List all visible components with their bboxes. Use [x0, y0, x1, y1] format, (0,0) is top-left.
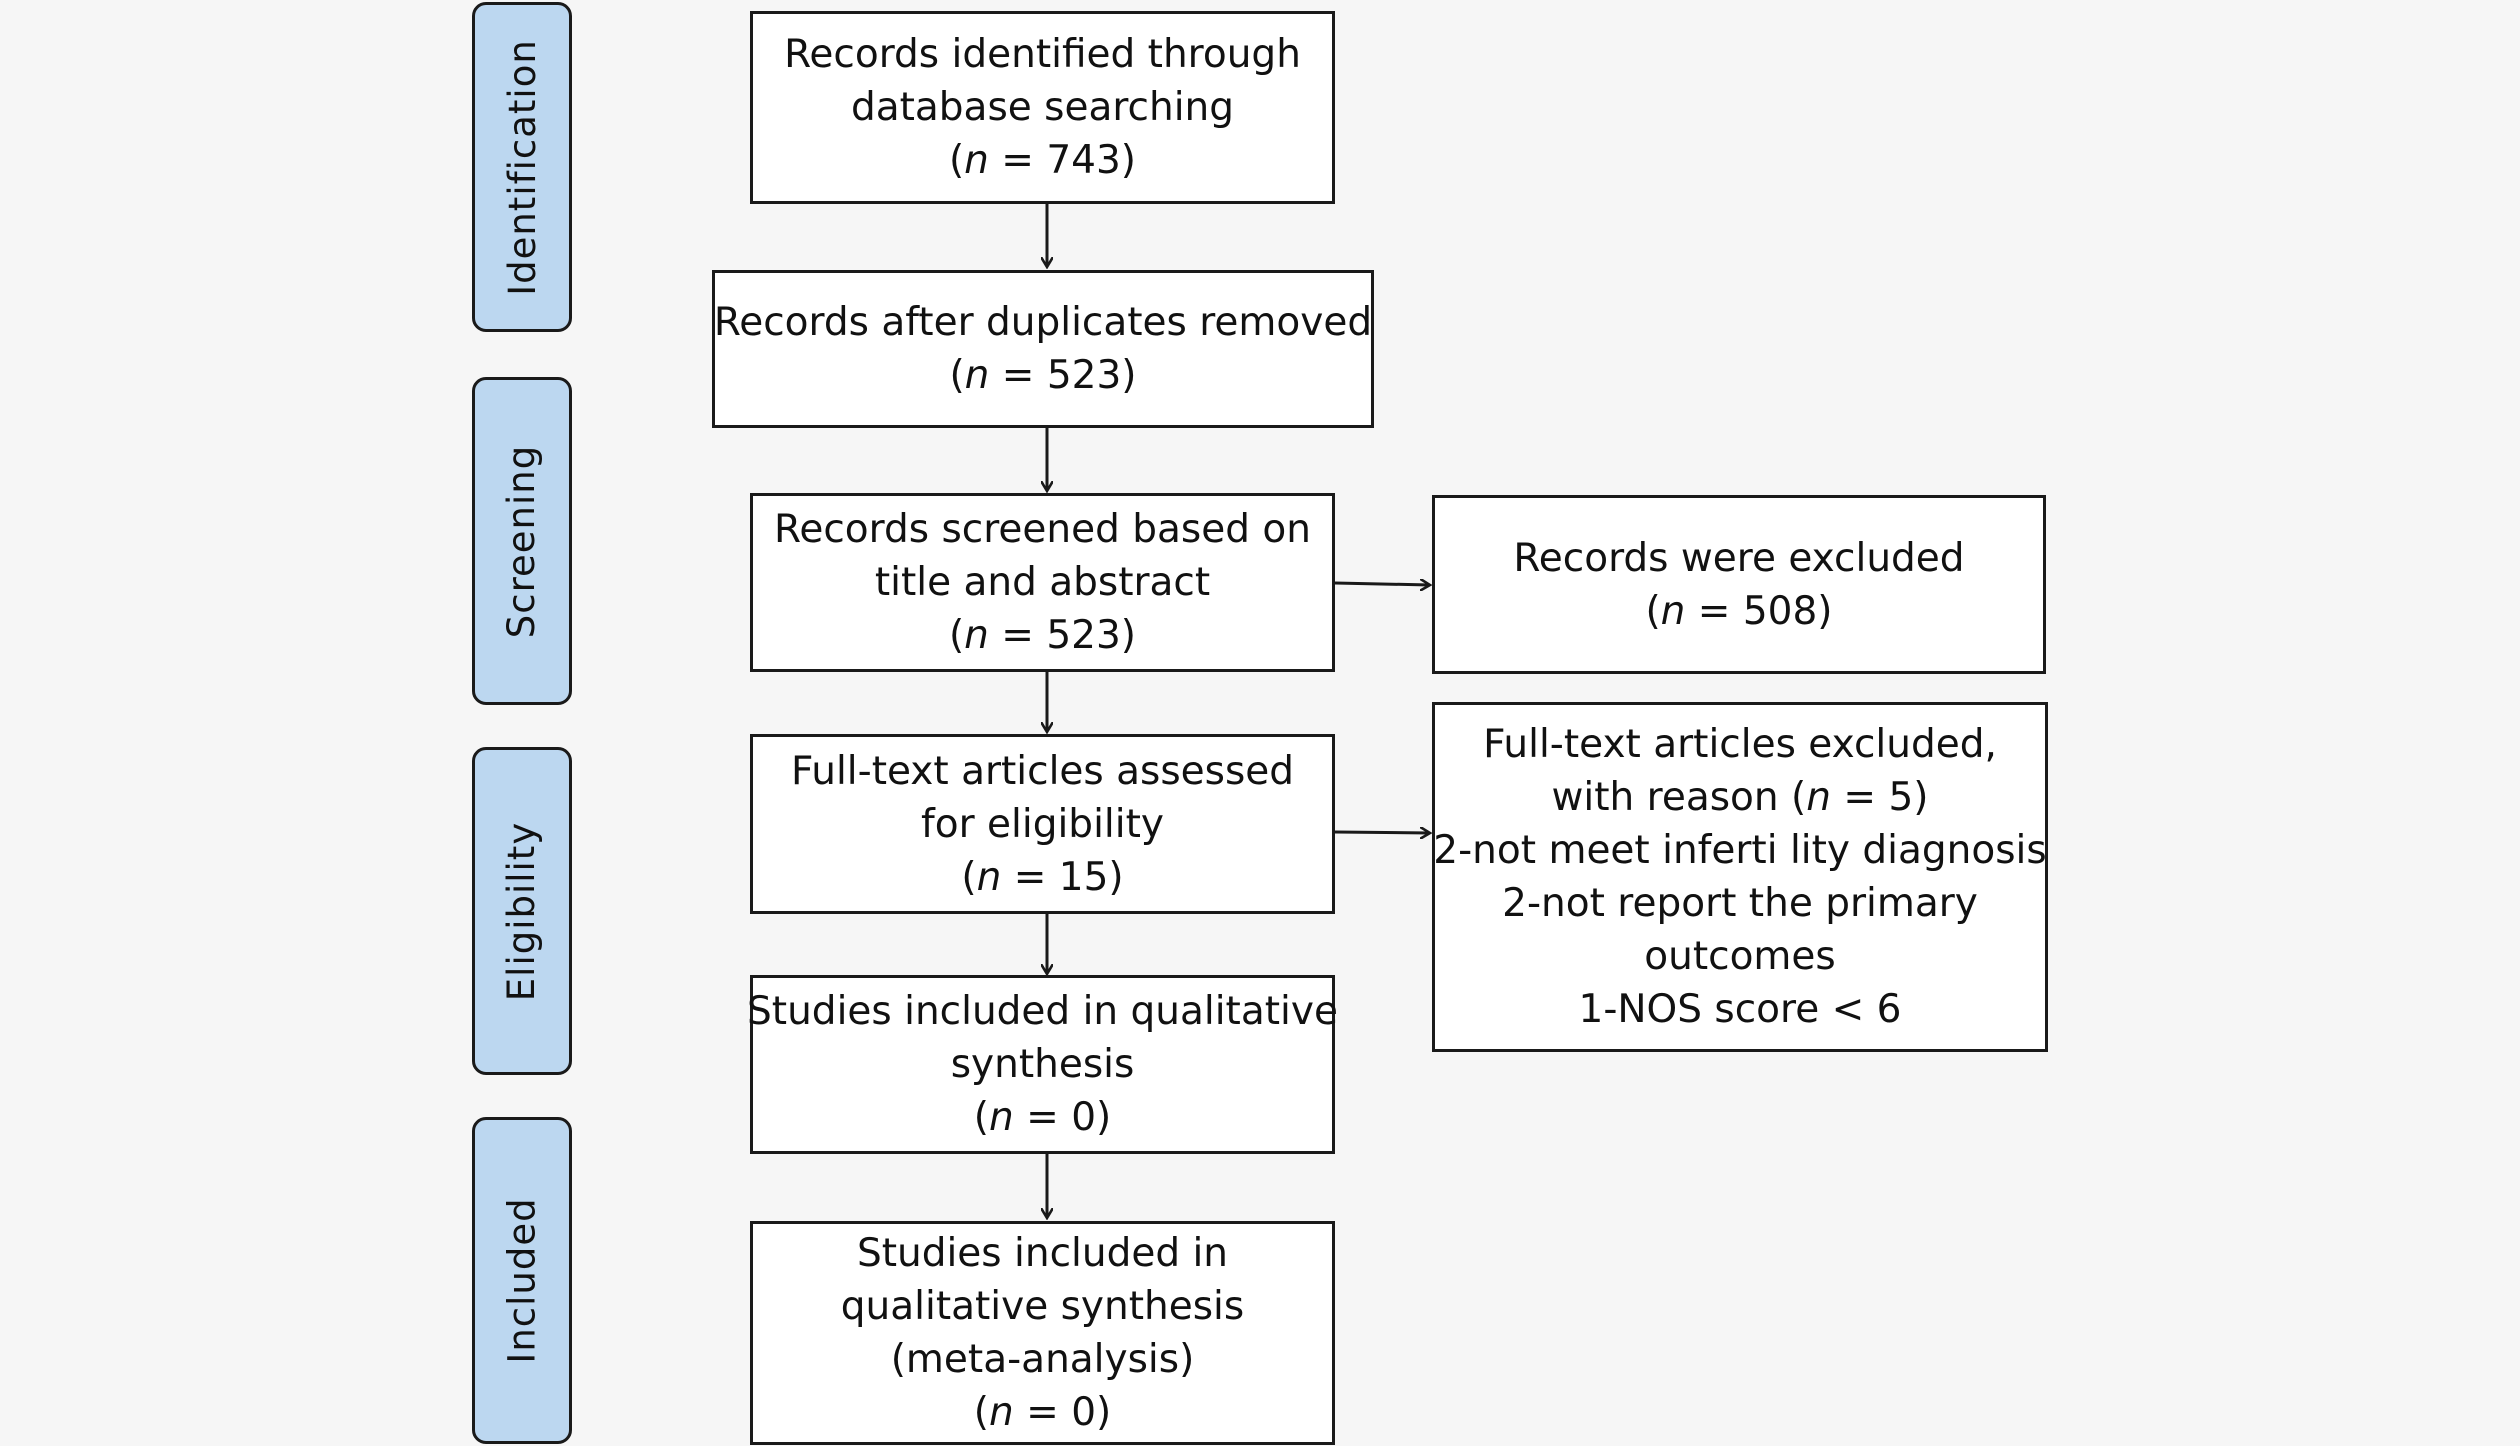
box-after-duplicates-line-1: Records after duplicates removed: [713, 300, 1373, 345]
box-records-identified-line-2: database searching: [850, 85, 1235, 130]
box-records-screened: Records screened based on title and abst…: [750, 493, 1335, 672]
phase-included: Included: [472, 1117, 572, 1444]
box-fulltext-assessed-line-1: Full-text articles assessed: [790, 748, 1295, 794]
box-qualitative-count: (n = 0): [973, 1095, 1112, 1140]
box-fulltext-excluded-line-1: Full-text articles excluded,: [1483, 722, 1997, 767]
box-records-identified-count: (n = 743): [948, 138, 1137, 183]
box-meta-analysis-line-3: (meta-analysis): [890, 1337, 1195, 1382]
box-records-screened-line-2: title and abstract: [874, 560, 1211, 605]
phase-screening: Screening: [472, 377, 572, 705]
box-after-duplicates-count: (n = 523): [949, 353, 1137, 398]
box-fulltext-assessed-count: (n = 15): [961, 854, 1124, 900]
box-fulltext-excluded-line-2: with reason (n = 5): [1551, 775, 1929, 820]
exclusion-reason: 1-NOS score < 6: [1578, 987, 1902, 1032]
phase-eligibility: Eligibility: [472, 747, 572, 1075]
box-records-excluded-line-1: Records were excluded: [1513, 535, 1965, 581]
exclusion-reason: outcomes: [1644, 934, 1836, 979]
arrow-assessed-to-fulltext-excluded: [1334, 832, 1430, 833]
box-meta-analysis-line-1: Studies included in: [856, 1231, 1229, 1276]
box-meta-analysis: Studies included in qualitative synthesi…: [750, 1221, 1335, 1445]
arrow-screened-to-excluded: [1334, 583, 1430, 585]
box-records-identified-line-1: Records identified through: [784, 32, 1301, 77]
box-qualitative-line-1: Studies included in qualitative: [747, 989, 1338, 1034]
box-fulltext-assessed: Full-text articles assessed for eligibil…: [750, 734, 1335, 914]
box-qualitative-line-2: synthesis: [950, 1042, 1135, 1087]
box-records-identified: Records identified through database sear…: [750, 11, 1335, 204]
box-fulltext-excluded: Full-text articles excluded, with reason…: [1432, 702, 2048, 1052]
box-records-excluded: Records were excluded (n = 508): [1432, 495, 2046, 674]
box-meta-analysis-line-2: qualitative synthesis: [840, 1284, 1245, 1329]
phase-identification: Identification: [472, 2, 572, 332]
box-records-screened-line-1: Records screened based on: [774, 507, 1311, 552]
box-qualitative-synthesis: Studies included in qualitative synthesi…: [747, 975, 1338, 1154]
box-after-duplicates-removed: Records after duplicates removed (n = 52…: [712, 270, 1374, 428]
exclusion-reason: 2-not meet inferti lity diagnosis: [1433, 828, 2047, 873]
box-fulltext-assessed-line-2: for eligibility: [921, 801, 1164, 847]
box-meta-analysis-count: (n = 0): [973, 1390, 1112, 1435]
box-records-excluded-count: (n = 508): [1645, 588, 1833, 634]
box-records-screened-count: (n = 523): [948, 613, 1137, 658]
exclusion-reason: 2-not report the primary: [1502, 881, 1978, 926]
